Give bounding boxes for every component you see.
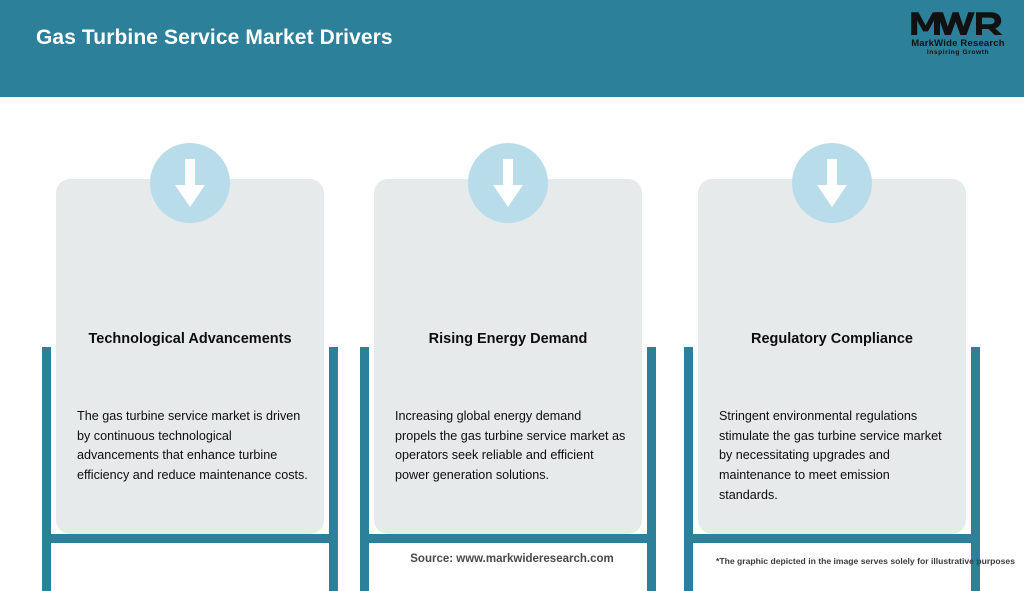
card-frame-left-bar <box>684 347 693 591</box>
card-icon-badge <box>150 143 230 223</box>
card-frame-bottom-bar <box>42 534 338 543</box>
page-title: Gas Turbine Service Market Drivers <box>36 26 393 49</box>
driver-cards-container: Technological Advancements The gas turbi… <box>0 97 1024 591</box>
card-frame-bottom-bar <box>360 534 656 543</box>
card-panel: Technological Advancements The gas turbi… <box>56 179 324 534</box>
card-title: Rising Energy Demand <box>428 331 588 347</box>
footer-disclaimer: *The graphic depicted in the image serve… <box>716 556 1015 566</box>
page-header: Gas Turbine Service Market Drivers MarkW… <box>0 0 1024 97</box>
card-frame-right-bar <box>971 347 980 591</box>
footer-source-link[interactable]: Source: www.markwideresearch.com <box>410 553 614 565</box>
card-body-text: Increasing global energy demand propels … <box>395 409 626 482</box>
card-icon-badge <box>792 143 872 223</box>
card-frame-right-bar <box>329 347 338 591</box>
driver-card-3[interactable]: Regulatory Compliance Stringent environm… <box>684 143 980 591</box>
card-panel: Rising Energy Demand Increasing global e… <box>374 179 642 534</box>
logo-company-name: MarkWide Research <box>911 38 1005 49</box>
card-frame-right-bar <box>647 347 656 591</box>
driver-card-2[interactable]: Rising Energy Demand Increasing global e… <box>360 143 656 591</box>
card-panel: Regulatory Compliance Stringent environm… <box>698 179 966 534</box>
card-body-text: The gas turbine service market is driven… <box>77 409 308 482</box>
page-footer: Source: www.markwideresearch.com *The gr… <box>0 545 1024 576</box>
card-icon-badge <box>468 143 548 223</box>
mwr-logomark-icon <box>911 12 1003 35</box>
arrow-down-icon <box>817 159 847 207</box>
driver-card-1[interactable]: Technological Advancements The gas turbi… <box>42 143 338 591</box>
card-frame-left-bar <box>360 347 369 591</box>
card-title: Technological Advancements <box>88 331 292 347</box>
card-body-text: Stringent environmental regulations stim… <box>719 409 942 502</box>
card-frame-left-bar <box>42 347 51 591</box>
arrow-down-icon <box>493 159 523 207</box>
arrow-down-icon <box>175 159 205 207</box>
logo-tagline: Inspiring Growth <box>926 48 990 56</box>
card-frame-bottom-bar <box>684 534 980 543</box>
card-title: Regulatory Compliance <box>751 331 913 347</box>
company-logo: MarkWide Research Inspiring Growth <box>906 8 1010 66</box>
